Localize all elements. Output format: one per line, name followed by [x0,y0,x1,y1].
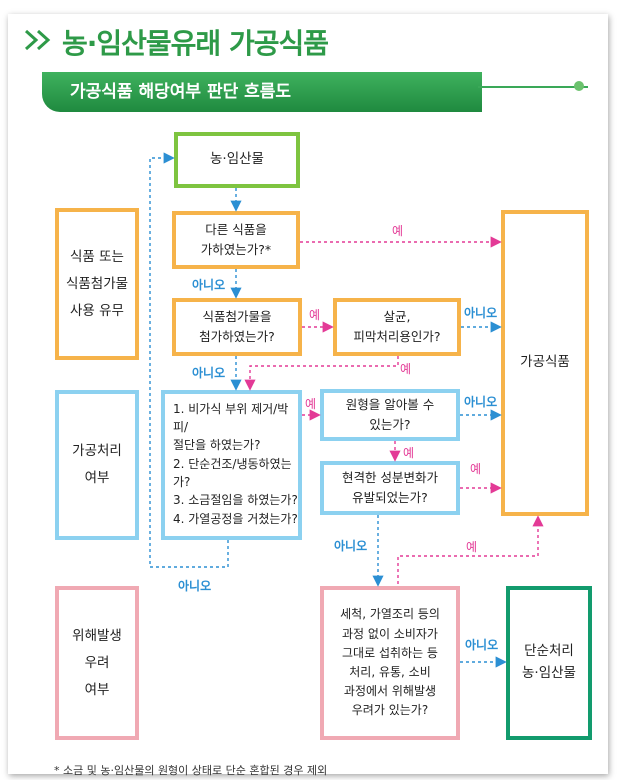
side-usage: 식품 또는 식품첨가물 사용 유무 [55,208,139,360]
yes-label: 예 [466,540,478,554]
node-q-other-food: 다른 식품을 가하였는가?* [172,211,300,269]
q-list-item: 2. 단순건조/냉동하였는가? [173,456,292,489]
node-start: 농·임산물 [174,132,300,188]
node-q-sterilize: 살균, 피막처리용인가? [333,298,461,356]
banner-dot [574,81,584,91]
no-label: 아니오 [465,638,499,652]
yes-label: 예 [392,224,404,238]
node-simple-product: 단순처리 농·임산물 [506,586,592,740]
node-q-additive: 식품첨가물을 첨가하였는가? [172,298,302,356]
no-label: 아니오 [192,366,226,380]
no-label: 아니오 [334,539,368,553]
no-label: 아니오 [464,306,498,320]
yes-label: 예 [309,308,321,322]
footnote: * 소금 및 농·임산물의 원형이 상태로 단순 혼합된 경우 제외 [54,764,328,777]
q-list-item: 1. 비가식 부위 제거/박피/ 절단을 하였는가? [173,402,289,452]
q-list-item: 3. 소금절임을 하였는가? [173,493,298,508]
no-label: 아니오 [464,395,498,409]
no-label: 아니오 [178,579,212,593]
yes-label: 예 [400,362,412,376]
yes-label: 예 [305,397,317,411]
node-q-list: 1. 비가식 부위 제거/박피/ 절단을 하였는가? 2. 단순건조/냉동하였는… [161,390,302,540]
section-banner: 가공식품 해당여부 판단 흐름도 [42,72,482,112]
yes-label: 예 [403,446,415,460]
q-list-item: 4. 가열공정을 거쳤는가? [173,511,298,526]
banner-divider [478,86,588,88]
node-q-shape: 원형을 알아볼 수 있는가? [320,389,460,441]
side-hazard: 위해발생 우려 여부 [55,586,139,740]
no-label: 아니오 [192,278,226,292]
side-processing: 가공처리 여부 [55,390,139,540]
page-title: 농·임산물유래 가공식품 [62,27,329,60]
node-q-change: 현격한 성분변화가 유발되었는가? [320,461,460,515]
yes-label: 예 [470,462,482,476]
double-chevron-icon [24,29,51,51]
node-processed-food: 가공식품 [501,210,589,516]
node-q-hazard: 세척, 가열조리 등의 과정 없이 소비자가 그대로 섭취하는 등 처리, 유통… [320,586,460,740]
